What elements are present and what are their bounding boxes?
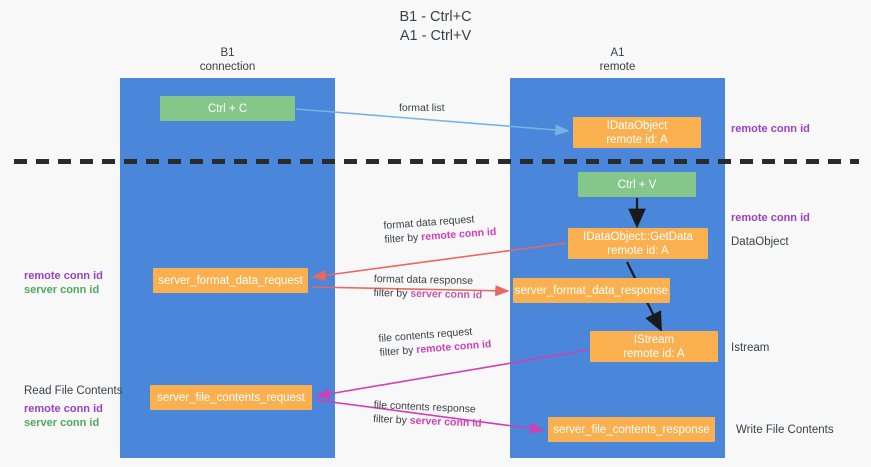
label-conn-ids-file: remote conn id server conn id bbox=[24, 402, 103, 430]
box-idataobject[interactable]: IDataObject remote id: A bbox=[573, 117, 701, 148]
box-getdata-line1: IDataObject::GetData bbox=[583, 230, 693, 243]
label-dataobject: DataObject bbox=[731, 236, 789, 248]
label-remote-conn-id-left-2: remote conn id bbox=[24, 403, 103, 415]
lane-header-a1: A1 remote bbox=[510, 46, 725, 74]
label-server-conn-id-left-2: server conn id bbox=[24, 417, 100, 429]
box-server-format-data-request[interactable]: server_format_data_request bbox=[153, 268, 308, 293]
filter-prefix: filter by bbox=[384, 231, 422, 246]
label-write-file-contents: Write File Contents bbox=[736, 424, 834, 436]
box-server-file-contents-request[interactable]: server_file_contents_request bbox=[150, 385, 312, 410]
box-getdata-line2: remote id: A bbox=[607, 244, 669, 257]
flow-label-format-list: format list bbox=[399, 102, 445, 114]
box-istream-line2: remote id: A bbox=[623, 347, 685, 360]
flow-label-file-contents-response: file contents response filter by server … bbox=[373, 398, 483, 431]
box-istream[interactable]: IStream remote id: A bbox=[590, 331, 718, 362]
label-conn-ids-format: remote conn id server conn id bbox=[24, 269, 103, 297]
box-idataobject-getdata[interactable]: IDataObject::GetData remote id: A bbox=[568, 228, 708, 259]
filter-remote-conn-id: remote conn id bbox=[420, 225, 497, 244]
filter-prefix: filter by bbox=[372, 412, 411, 427]
phase-divider bbox=[14, 159, 859, 164]
lane-header-a1-sub: remote bbox=[599, 61, 636, 73]
filter-server-conn-id: server conn id bbox=[409, 414, 482, 430]
flow-label-format-data-request: format data request filter by remote con… bbox=[383, 211, 497, 247]
box-idataobject-line1: IDataObject bbox=[606, 119, 668, 132]
label-remote-conn-id-left-1: remote conn id bbox=[24, 270, 103, 282]
label-istream: Istream bbox=[731, 342, 770, 354]
box-istream-line1: IStream bbox=[633, 333, 675, 346]
filter-server-conn-id: server conn id bbox=[410, 287, 483, 302]
box-idataobject-line2: remote id: A bbox=[606, 133, 668, 146]
filter-prefix: filter by bbox=[379, 344, 417, 359]
filter-prefix: filter by bbox=[373, 286, 411, 300]
label-read-file-contents: Read File Contents bbox=[24, 385, 123, 397]
label-remote-conn-id-getdata: remote conn id bbox=[731, 212, 810, 224]
box-server-format-data-response[interactable]: server_format_data_response bbox=[513, 278, 670, 303]
box-server-file-contents-response[interactable]: server_file_contents_response bbox=[548, 417, 715, 442]
flow-format-data-response-filter: filter by server conn id bbox=[373, 286, 482, 302]
lane-header-b1: B1 connection bbox=[120, 46, 335, 74]
title-line-2: A1 - Ctrl+V bbox=[399, 28, 472, 44]
lane-header-b1-sub: connection bbox=[199, 61, 256, 73]
title-line-1: B1 - Ctrl+C bbox=[399, 9, 472, 25]
flow-label-format-data-response: format data response filter by server co… bbox=[373, 272, 482, 302]
label-remote-conn-id-top: remote conn id bbox=[731, 123, 810, 135]
lane-header-a1-name: A1 bbox=[610, 47, 625, 59]
diagram-title: B1 - Ctrl+C A1 - Ctrl+V bbox=[0, 8, 871, 46]
label-server-conn-id-left-1: server conn id bbox=[24, 284, 100, 296]
box-ctrl-v[interactable]: Ctrl + V bbox=[578, 172, 696, 197]
box-ctrl-c[interactable]: Ctrl + C bbox=[160, 96, 295, 121]
flow-label-file-contents-request: file contents request filter by remote c… bbox=[378, 323, 492, 360]
lane-header-b1-name: B1 bbox=[220, 47, 235, 59]
